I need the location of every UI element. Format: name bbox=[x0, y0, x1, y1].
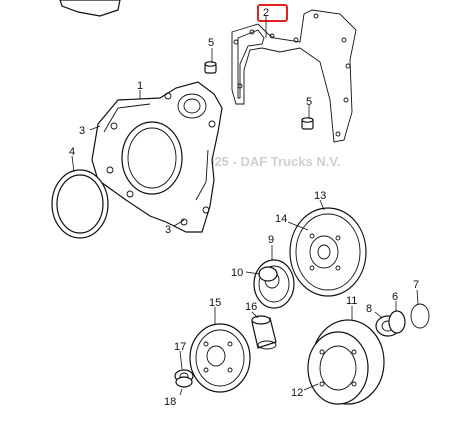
partial-engine-part-top bbox=[59, 0, 121, 17]
callout-label-5-lower: 5 bbox=[306, 96, 312, 108]
callout-label-17: 17 bbox=[174, 341, 186, 353]
callout-label-4: 4 bbox=[69, 146, 75, 158]
gasket-part-2[interactable] bbox=[231, 9, 357, 143]
bolt-part-18[interactable] bbox=[175, 376, 193, 388]
hub-part-10[interactable] bbox=[258, 266, 278, 282]
bushing-part-16[interactable] bbox=[251, 315, 277, 350]
callout-label-2: 2 bbox=[263, 7, 269, 19]
callout-label-13: 13 bbox=[314, 190, 326, 202]
highlight-box-label-2 bbox=[257, 4, 288, 22]
callout-label-3-lower: 3 bbox=[165, 224, 171, 236]
callout-label-3-upper: 3 bbox=[79, 125, 85, 137]
dowel-pin-part-5-upper[interactable] bbox=[204, 61, 217, 74]
callout-label-12: 12 bbox=[291, 387, 303, 399]
callout-label-6: 6 bbox=[392, 291, 398, 303]
seal-ring-part-4[interactable] bbox=[51, 169, 109, 239]
callout-label-1: 1 bbox=[137, 80, 143, 92]
callout-label-5-upper: 5 bbox=[208, 37, 214, 49]
callout-label-18: 18 bbox=[164, 396, 176, 408]
callout-label-7: 7 bbox=[413, 279, 419, 291]
callout-label-16: 16 bbox=[245, 301, 257, 313]
callout-label-11: 11 bbox=[346, 295, 357, 307]
gear-part-15[interactable] bbox=[189, 323, 251, 393]
idler-gear-part-9[interactable] bbox=[253, 259, 295, 309]
large-gear-part-13[interactable] bbox=[289, 207, 367, 297]
callout-label-8: 8 bbox=[366, 303, 372, 315]
flywheel-housing-part-1[interactable] bbox=[91, 81, 223, 233]
callout-label-14: 14 bbox=[275, 213, 287, 225]
dowel-pin-part-5-lower[interactable] bbox=[301, 117, 314, 130]
cap-part-6[interactable] bbox=[388, 310, 406, 334]
callout-label-9: 9 bbox=[268, 234, 274, 246]
gear-ring-part-12[interactable] bbox=[307, 331, 369, 405]
callout-label-15: 15 bbox=[209, 297, 221, 309]
o-ring-part-7[interactable] bbox=[410, 303, 430, 329]
callout-label-10: 10 bbox=[231, 267, 243, 279]
